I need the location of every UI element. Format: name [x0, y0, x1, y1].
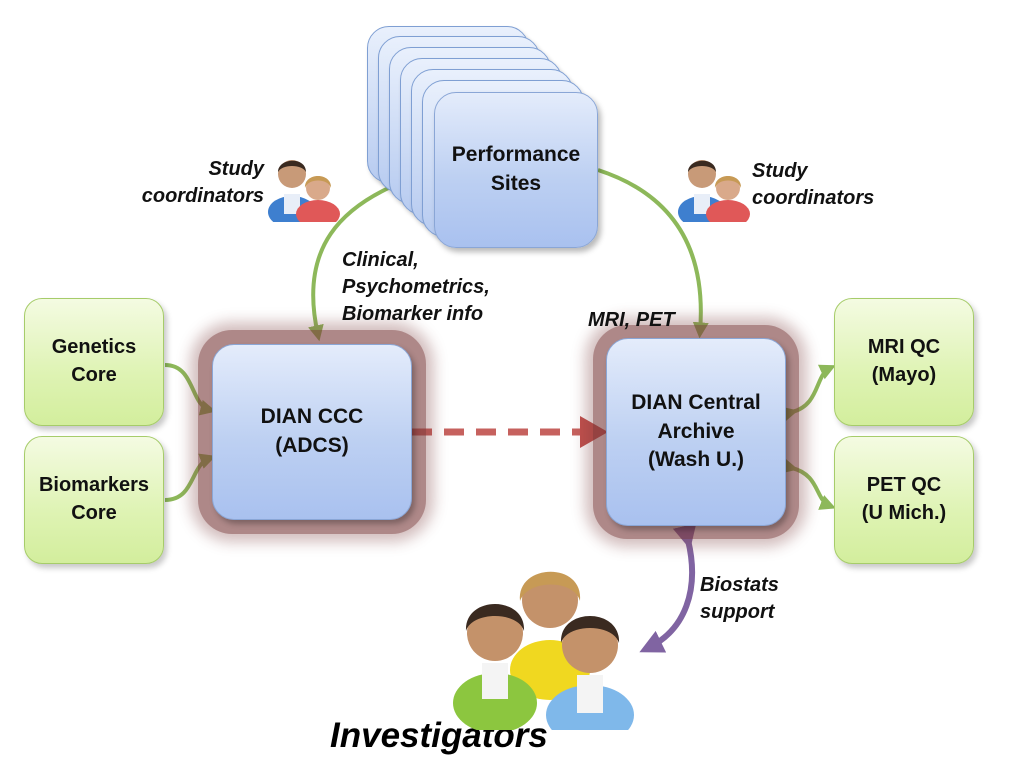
mri-qc-line1: MRI QC — [867, 336, 941, 359]
genetics-core-node: Genetics Core — [24, 298, 164, 426]
clinical-flow-line1: Clinical, — [342, 249, 419, 271]
pet-qc-line1: PET QC — [866, 474, 942, 497]
biostats-support-arrow — [639, 523, 697, 653]
biostats-line1: Biostats — [700, 574, 779, 596]
performance-sites-node: Performance Sites — [434, 92, 598, 248]
genetics-core-line2: Core — [71, 364, 117, 386]
dian-archive-line1: DIAN Central — [631, 390, 761, 414]
imaging-flow-label: MRI, PET — [588, 309, 675, 331]
dian-archive-line3: (Wash U.) — [647, 448, 745, 472]
people-pair-icon — [678, 160, 750, 222]
biostats-line2: support — [700, 601, 775, 623]
biomarkers-core-line2: Core — [71, 502, 117, 524]
coordinators-right-line2: coordinators — [752, 187, 875, 209]
dian-archive-line2: Archive — [657, 419, 735, 443]
coordinators-right-line1: Study — [752, 160, 808, 182]
dian-ccc-node: DIAN CCC (ADCS) — [212, 344, 412, 520]
coordinators-left-line2: coordinators — [141, 185, 264, 207]
coordinators-left-line1: Study — [208, 158, 264, 180]
genetics-core-line1: Genetics — [51, 336, 137, 359]
biomarkers-core-line1: Biomarkers — [38, 474, 150, 497]
imaging-data-arrow — [597, 168, 709, 339]
ccc-to-archive-dashed-arrow — [412, 416, 608, 448]
performance-sites-line2: Sites — [490, 172, 542, 195]
dian-ccc-line2: (ADCS) — [275, 434, 349, 457]
biomarkers-core-node: Biomarkers Core — [24, 436, 164, 564]
pet-qc-node: PET QC (U Mich.) — [834, 436, 974, 564]
study-coordinators-right-label: Study coordinators — [752, 158, 912, 212]
study-coordinators-left-label: Study coordinators — [118, 156, 264, 210]
clinical-flow-line3: Biomarker info — [342, 303, 484, 325]
mri-qc-node: MRI QC (Mayo) — [834, 298, 974, 426]
dian-central-archive-node: DIAN Central Archive (Wash U.) — [606, 338, 786, 526]
biostats-support-label: Biostats support — [700, 572, 820, 626]
clinical-flow-label: Clinical, Psychometrics, Biomarker info — [342, 247, 532, 328]
mri-qc-line2: (Mayo) — [871, 364, 937, 386]
performance-sites-line1: Performance — [451, 143, 581, 167]
people-pair-icon — [268, 160, 340, 222]
dian-ccc-line1: DIAN CCC — [260, 405, 364, 429]
people-group-icon — [453, 571, 634, 730]
pet-qc-line2: (U Mich.) — [861, 502, 947, 524]
clinical-flow-line2: Psychometrics, — [342, 276, 490, 298]
